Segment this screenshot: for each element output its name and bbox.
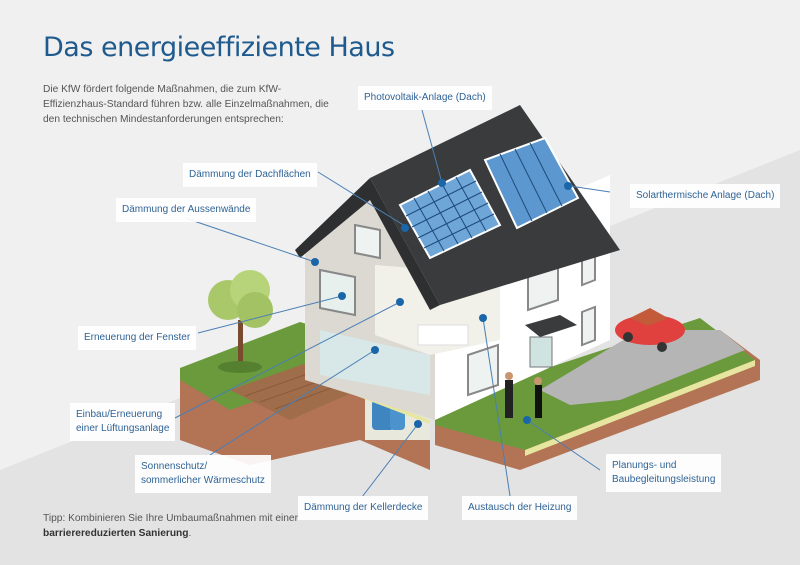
label-fenster-text: Erneuerung der Fenster (84, 332, 191, 343)
label-kellerdecke-text: Dämmung der Kellerdecke (304, 502, 423, 513)
label-dachflaechen: Dämmung der Dachflächen (183, 163, 317, 187)
tip-suffix: . (188, 528, 192, 539)
label-sonnenschutz: Sonnenschutz/ sommerlicher Wärmeschutz (135, 455, 271, 493)
label-kellerdecke: Dämmung der Kellerdecke (298, 496, 429, 520)
label-sonnenschutz-line2: sommerlicher Wärmeschutz (141, 475, 265, 486)
label-aussenwaende: Dämmung der Aussenwände (116, 198, 257, 222)
tip-prefix: Tipp: Kombinieren Sie Ihre Umbaumaßnahme… (43, 513, 298, 524)
label-planung-line2: Baubegleitungsleistung (612, 474, 716, 485)
intro-text: Die KfW fördert folgende Maßnahmen, die … (43, 84, 329, 125)
label-photovoltaik: Photovoltaik-Anlage (Dach) (358, 86, 492, 110)
label-aussenwaende-text: Dämmung der Aussenwände (122, 204, 251, 215)
label-solarthermie: Solarthermische Anlage (Dach) (630, 184, 781, 208)
label-planung: Planungs- und Baubegleitungsleistung (606, 454, 722, 492)
tip-bold: barrierereduzierten Sanierung (43, 528, 189, 539)
tip-text: Tipp: Kombinieren Sie Ihre Umbaumaßnahme… (43, 511, 303, 541)
label-lueftung-line2: einer Lüftungsanlage (76, 423, 170, 434)
label-dachflaechen-text: Dämmung der Dachflächen (189, 169, 311, 180)
label-photovoltaik-text: Photovoltaik-Anlage (Dach) (364, 92, 486, 103)
label-planung-line1: Planungs- und (612, 460, 677, 471)
label-lueftung: Einbau/Erneuerung einer Lüftungsanlage (70, 403, 176, 441)
label-fenster: Erneuerung der Fenster (78, 326, 197, 350)
label-solarthermie-text: Solarthermische Anlage (Dach) (636, 190, 775, 201)
page-title: Das energieeffiziente Haus (43, 32, 395, 63)
label-heizung: Austausch der Heizung (462, 496, 578, 520)
label-lueftung-line1: Einbau/Erneuerung (76, 409, 163, 420)
label-sonnenschutz-line1: Sonnenschutz/ (141, 461, 208, 472)
label-heizung-text: Austausch der Heizung (468, 502, 572, 513)
